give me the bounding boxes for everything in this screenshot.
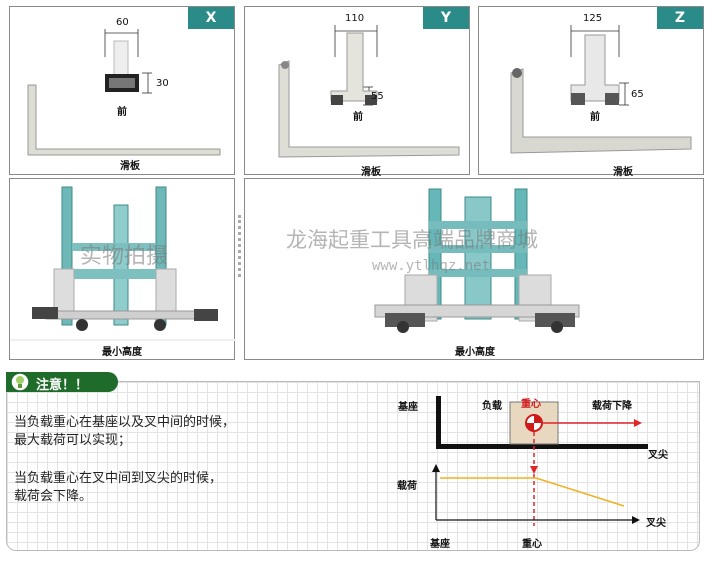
note-grid-panel bbox=[6, 381, 700, 551]
lifter-middle-illustration bbox=[374, 188, 580, 333]
dim-x-height: 30 bbox=[156, 78, 169, 89]
note-title-bar: 注意！！ bbox=[6, 372, 118, 393]
dotted-divider bbox=[238, 215, 244, 277]
note-para2-line1: 当负载重心在叉中间到叉尖的时候， bbox=[14, 471, 223, 486]
caption-min-height-middle: 最小高度 bbox=[455, 347, 495, 358]
fork-x-drawing bbox=[27, 29, 221, 156]
panel-x: X 60 30 前 滑板 bbox=[9, 6, 235, 175]
panel-min-height-left: 最小高度 bbox=[9, 178, 236, 360]
fork-base-vertical bbox=[436, 396, 441, 448]
label-center-bottom: 重心 bbox=[522, 539, 542, 550]
note-para1-line1: 当负载重心在基座以及叉中间的时候， bbox=[14, 415, 236, 430]
caption-z-front: 前 bbox=[590, 112, 600, 123]
panel-z: Z 125 65 前 滑板 bbox=[478, 6, 704, 178]
lightbulb-icon bbox=[10, 372, 30, 392]
note-para1-line2: 最大载荷可以实现； bbox=[14, 433, 132, 448]
note-para2-line2: 载荷会下降。 bbox=[14, 489, 93, 504]
label-center: 重心 bbox=[521, 399, 541, 410]
caption-y-front: 前 bbox=[353, 112, 363, 123]
label-load-axis: 载荷 bbox=[397, 481, 417, 492]
label-load-drop: 载荷下降 bbox=[592, 401, 632, 412]
load-curve bbox=[440, 477, 625, 507]
dim-z-height: 65 bbox=[631, 89, 644, 100]
label-base-bottom: 基座 bbox=[430, 539, 450, 550]
caption-z-slide: 滑板 bbox=[613, 167, 633, 178]
fork-z-drawing bbox=[510, 25, 692, 154]
badge-z: Z bbox=[657, 7, 703, 29]
caption-min-height-left: 最小高度 bbox=[102, 347, 142, 358]
caption-y-slide: 滑板 bbox=[361, 167, 381, 178]
label-fork-tip: 叉尖 bbox=[648, 450, 668, 461]
watermark-url: www.ytlhqz.net bbox=[372, 258, 491, 274]
caption-x-slide: 滑板 bbox=[120, 161, 140, 172]
label-load: 负载 bbox=[482, 401, 502, 412]
load-center-diagram bbox=[432, 396, 648, 526]
label-base: 基座 bbox=[398, 402, 418, 413]
lifter-left-illustration bbox=[10, 186, 236, 341]
dim-y-height: 55 bbox=[371, 91, 384, 102]
panel-min-height-middle: 最小高度 bbox=[244, 178, 704, 360]
badge-y: Y bbox=[423, 7, 469, 29]
caption-x-front: 前 bbox=[117, 107, 127, 118]
fork-base-horizontal bbox=[436, 444, 648, 449]
panel-y: Y 110 55 前 滑板 bbox=[244, 6, 470, 178]
watermark-shop: 龙海起重工具高端品牌商城 bbox=[286, 228, 538, 252]
fork-y-drawing bbox=[278, 25, 460, 158]
label-fork-tip-bottom: 叉尖 bbox=[646, 518, 666, 529]
watermark-photo: 实物拍摄 bbox=[80, 244, 169, 269]
dim-y-width: 110 bbox=[345, 13, 365, 24]
dim-z-width: 125 bbox=[583, 13, 603, 24]
note-title: 注意！！ bbox=[36, 378, 89, 393]
badge-x: X bbox=[188, 7, 234, 29]
dim-x-width: 60 bbox=[116, 17, 129, 28]
